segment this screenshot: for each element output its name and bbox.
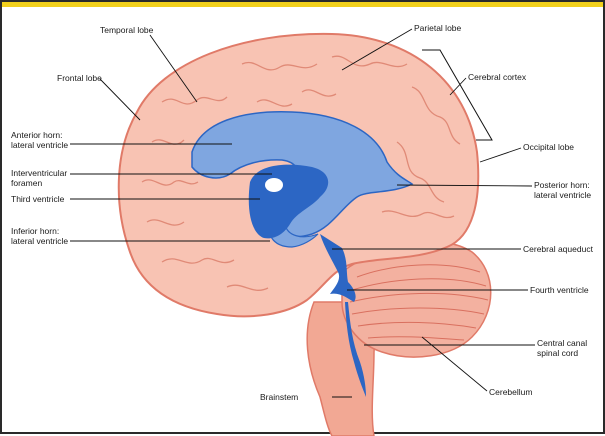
label-parietal-lobe: Parietal lobe [414,23,462,33]
aqueduct-and-fourth-ventricle [320,234,356,302]
cerebellum-folia [349,264,489,341]
cerebral-cortex-bracket [422,49,493,141]
label-interventricular-foramen: Interventricular foramen [11,168,68,188]
label-frontal-lobe: Frontal lobe [57,73,102,83]
label-inferior-horn: Inferior horn: lateral ventricle [11,226,69,246]
cerebrum-gyri [141,55,461,291]
label-cerebral-cortex: Cerebral cortex [468,72,527,82]
label-central-canal: Central canal spinal cord [537,338,588,358]
leader-lines [70,28,535,398]
label-temporal-lobe: Temporal lobe [100,25,154,35]
label-third-ventricle: Third ventricle [11,194,65,204]
label-brainstem: Brainstem [260,392,299,402]
label-anterior-horn: Anterior horn: lateral ventricle [11,130,69,150]
label-fourth-ventricle: Fourth ventricle [530,285,589,295]
central-canal-shape [345,302,366,397]
label-posterior-horn: Posterior horn: lateral ventricle [534,180,592,200]
interventricular-foramen-shape [265,178,283,192]
label-occipital-lobe: Occipital lobe [523,142,575,152]
label-cerebellum: Cerebellum [489,387,533,397]
label-cerebral-aqueduct: Cerebral aqueduct [523,244,593,254]
